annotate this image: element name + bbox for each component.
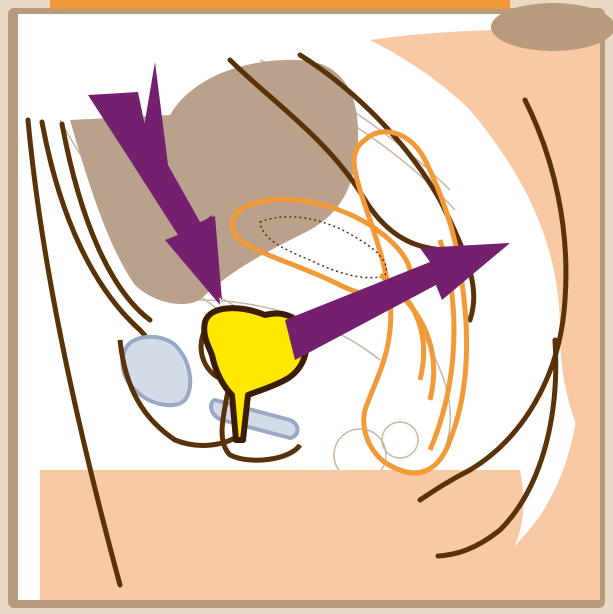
top-accent-bar [50, 0, 510, 9]
hip-shadow [491, 3, 613, 51]
lower-skin [40, 470, 521, 600]
